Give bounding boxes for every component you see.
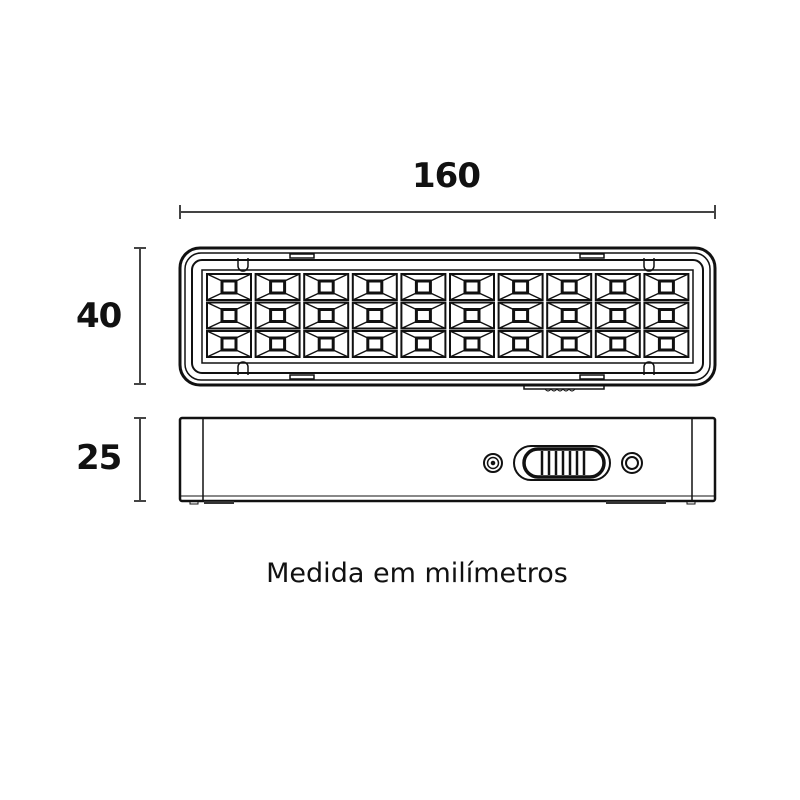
led-grid [206,273,690,358]
led-cell [206,273,252,301]
led-cell [206,330,252,358]
led-cell [449,330,495,358]
led-cell [546,273,593,301]
width-dimension-label: 160 [412,156,481,196]
led-cell [400,301,447,330]
led-cell [303,330,350,358]
units-caption: Medida em milímetros [266,558,568,589]
led-cell [351,301,398,330]
led-cell [303,273,350,301]
led-cell [594,301,641,330]
depth-dimension-label: 25 [76,438,122,478]
side-view [178,416,717,505]
on-off-slide-switch-icon [513,445,611,481]
power-led-icon [621,452,643,474]
led-cell [254,301,301,330]
led-cell [254,273,301,301]
led-cell [594,330,641,358]
led-cell [254,330,301,358]
led-cell [400,330,447,358]
led-cell [497,301,544,330]
led-cell [206,301,252,330]
led-cell [497,273,544,301]
led-cell [546,330,593,358]
led-cell [351,273,398,301]
led-cell [497,330,544,358]
width-dimension-line [179,205,716,219]
led-cell [449,301,495,330]
led-cell [643,273,690,301]
height-dimension-label: 40 [76,296,122,336]
led-cell [546,301,593,330]
charge-indicator-led-icon [483,453,503,473]
led-cell [449,273,495,301]
led-cell [351,330,398,358]
led-cell [643,330,690,358]
led-cell [643,301,690,330]
led-cell [400,273,447,301]
led-cell [303,301,350,330]
height-dimension-line [134,247,146,385]
led-cell [594,273,641,301]
depth-dimension-line [134,417,146,502]
front-view [178,246,717,392]
